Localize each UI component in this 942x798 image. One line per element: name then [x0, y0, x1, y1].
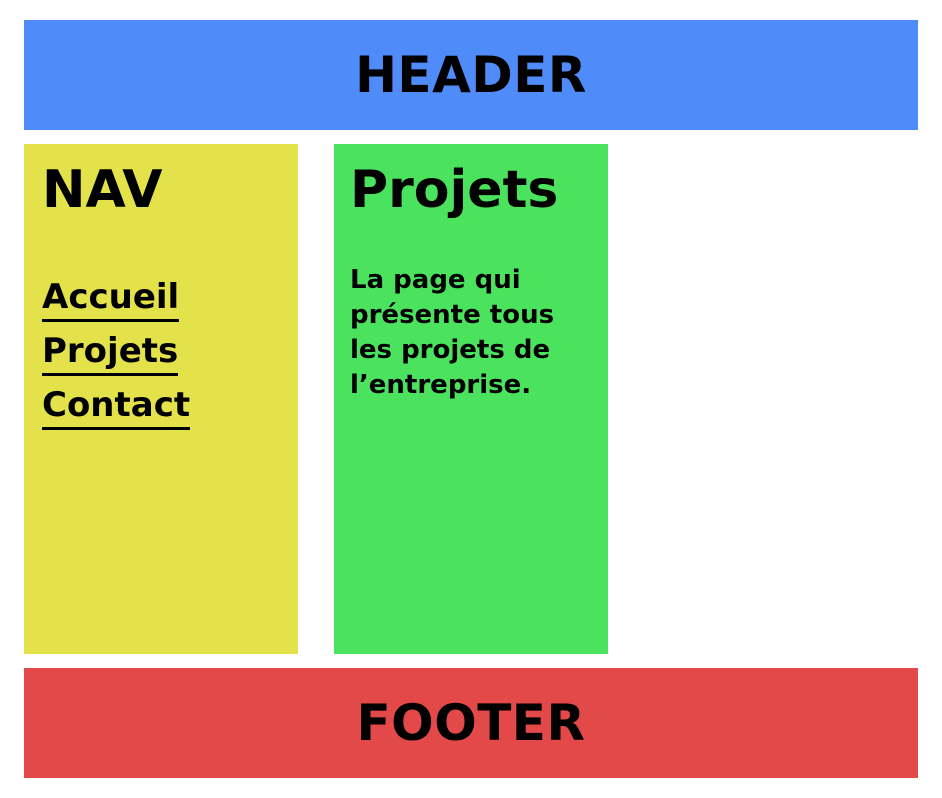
site-header: HEADER	[24, 20, 918, 130]
header-title: HEADER	[355, 46, 587, 104]
main-content: Projets La page qui présente tous les pr…	[334, 144, 608, 654]
nav-links: Accueil Projets Contact	[42, 273, 298, 435]
nav-title: NAV	[42, 160, 163, 220]
site-nav: NAV Accueil Projets Contact	[24, 144, 298, 654]
nav-link-accueil[interactable]: Accueil	[42, 277, 180, 323]
page-title: Projets	[350, 160, 559, 220]
nav-item-projets: Projets	[42, 327, 298, 381]
nav-link-projets[interactable]: Projets	[42, 331, 179, 377]
site-footer: FOOTER	[24, 668, 918, 778]
nav-item-accueil: Accueil	[42, 273, 298, 327]
nav-item-contact: Contact	[42, 381, 298, 435]
footer-title: FOOTER	[356, 694, 586, 752]
page-description: La page qui présente tous les projets de…	[350, 265, 555, 401]
nav-link-contact[interactable]: Contact	[42, 385, 191, 431]
